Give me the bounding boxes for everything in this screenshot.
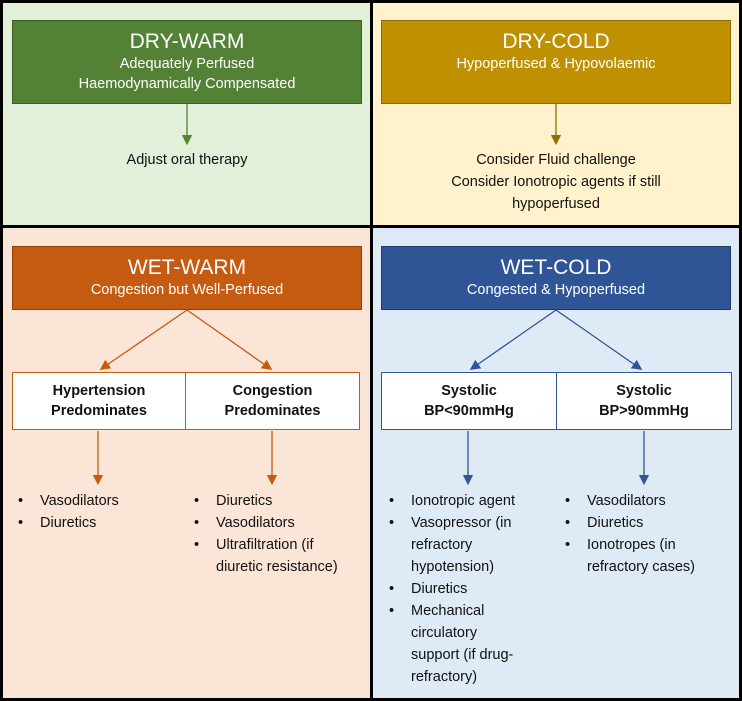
systolic-high-box: Systolic BP>90mmHg xyxy=(556,372,732,430)
dry-warm-subtitle-2: Haemodynamically Compensated xyxy=(78,76,296,92)
systolic-high-line-1: Systolic xyxy=(616,383,672,399)
list-item: Vasopressor (in refractory hypotension) xyxy=(387,512,536,578)
wet-warm-left-list: Vasodilators Diuretics xyxy=(16,490,176,534)
wet-cold-subtitle: Congested & Hypoperfused xyxy=(466,282,646,298)
dry-cold-header: DRY-COLD Hypoperfused & Hypovolaemic xyxy=(381,20,731,104)
congestion-predominates-box: Congestion Predominates xyxy=(185,372,360,430)
list-item: Ultrafiltration (if diuretic resistance) xyxy=(192,534,344,578)
hypertension-box-line-2: Predominates xyxy=(51,403,147,419)
list-item: Ionotropes (in refractory cases) xyxy=(563,534,737,578)
dry-cold-title: DRY-COLD xyxy=(502,30,610,53)
wet-warm-right-list: Diuretics Vasodilators Ultrafiltration (… xyxy=(192,490,352,578)
dry-cold-action-3: hypoperfused xyxy=(512,196,600,212)
dry-cold-action-2: Consider Ionotropic agents if still xyxy=(451,174,661,190)
list-item: Vasodilators xyxy=(16,490,176,512)
dry-warm-header: DRY-WARM Adequately Perfused Haemodynami… xyxy=(12,20,362,104)
wet-warm-header: WET-WARM Congestion but Well-Perfused xyxy=(12,246,362,310)
list-item: Vasodilators xyxy=(192,512,352,534)
wet-cold-right-list: Vasodilators Diuretics Ionotropes (in re… xyxy=(563,490,728,578)
congestion-box-line-2: Predominates xyxy=(224,403,321,419)
dry-warm-title: DRY-WARM xyxy=(129,30,245,53)
dry-cold-subtitle: Hypoperfused & Hypovolaemic xyxy=(456,56,656,72)
list-item: Diuretics xyxy=(563,512,728,534)
wet-warm-title: WET-WARM xyxy=(127,256,247,279)
congestion-box-line-1: Congestion xyxy=(232,383,313,399)
list-item: Diuretics xyxy=(16,512,176,534)
dry-warm-action: Adjust oral therapy xyxy=(126,152,248,168)
hypertension-box-line-1: Hypertension xyxy=(52,383,146,399)
dry-cold-action-1: Consider Fluid challenge xyxy=(476,152,636,168)
list-item: Ionotropic agent xyxy=(387,490,547,512)
list-item: Mechanical circulatory support (if drug-… xyxy=(387,600,526,688)
hypertension-predominates-box: Hypertension Predominates xyxy=(12,372,186,430)
wet-cold-title: WET-COLD xyxy=(500,256,612,279)
list-item: Diuretics xyxy=(387,578,547,600)
dry-warm-subtitle-1: Adequately Perfused xyxy=(119,56,255,72)
list-item: Vasodilators xyxy=(563,490,728,512)
systolic-low-line-2: BP<90mmHg xyxy=(424,403,514,419)
systolic-low-box: Systolic BP<90mmHg xyxy=(381,372,557,430)
list-item: Diuretics xyxy=(192,490,352,512)
systolic-high-line-2: BP>90mmHg xyxy=(599,403,689,419)
systolic-low-line-1: Systolic xyxy=(441,383,497,399)
wet-cold-header: WET-COLD Congested & Hypoperfused xyxy=(381,246,731,310)
wet-cold-left-list: Ionotropic agent Vasopressor (in refract… xyxy=(387,490,547,688)
wet-warm-subtitle: Congestion but Well-Perfused xyxy=(90,282,284,298)
